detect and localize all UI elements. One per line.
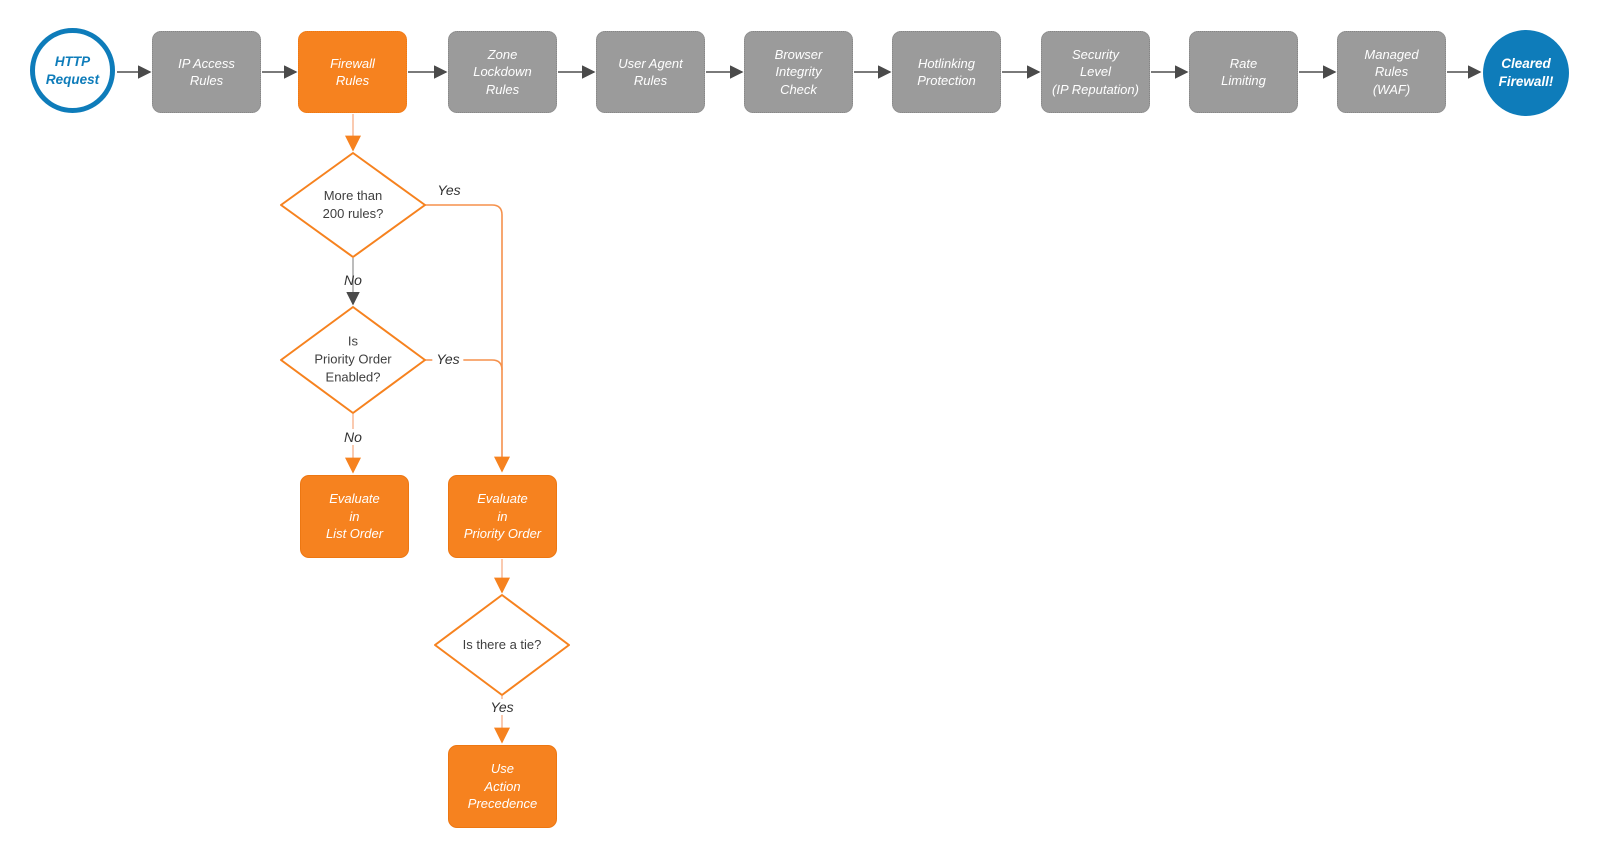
process-label: Evaluate in List Order [325, 490, 384, 542]
step-firewall-rules: Firewall Rules [298, 31, 407, 113]
process-evaluate-priority-order: Evaluate in Priority Order [448, 475, 557, 558]
label-no-priority-enabled: No [340, 429, 366, 445]
step-label: Zone Lockdown Rules [473, 47, 532, 97]
step-managed-rules-waf: Managed Rules (WAF) [1337, 31, 1446, 113]
process-use-action-precedence: Use Action Precedence [448, 745, 557, 828]
process-label: Evaluate in Priority Order [463, 490, 542, 542]
step-ip-access-rules: IP Access Rules [152, 31, 261, 113]
step-browser-integrity-check: Browser Integrity Check [744, 31, 853, 113]
decision-is-there-a-tie-label: Is there a tie? [462, 636, 542, 652]
process-label: Use Action Precedence [467, 760, 538, 812]
label-no-more-than-200: No [344, 272, 362, 288]
step-zone-lockdown-rules: Zone Lockdown Rules [448, 31, 557, 113]
decision-more-than-200-rules-label: More than 200 rules? [322, 187, 384, 221]
step-label: Hotlinking Protection [917, 55, 976, 88]
decision-priority-order-enabled-label: Is Priority Order Enabled? [314, 333, 392, 386]
step-label: Firewall Rules [330, 55, 375, 88]
step-label: Rate Limiting [1221, 55, 1266, 88]
label-yes-priority-enabled: Yes [432, 351, 464, 367]
step-label: Security Level (IP Reputation) [1052, 47, 1139, 97]
step-label: User Agent Rules [618, 55, 683, 88]
step-hotlinking-protection: Hotlinking Protection [892, 31, 1001, 113]
label-yes-more-than-200: Yes [437, 182, 461, 198]
step-security-level: Security Level (IP Reputation) [1041, 31, 1150, 113]
label-yes-tie: Yes [486, 699, 518, 715]
step-label: IP Access Rules [178, 55, 235, 88]
start-node-label: HTTP Request [45, 53, 100, 87]
step-rate-limiting: Rate Limiting [1189, 31, 1298, 113]
step-user-agent-rules: User Agent Rules [596, 31, 705, 113]
end-node-label: Cleared Firewall! [1498, 56, 1554, 89]
end-node-cleared-firewall: Cleared Firewall! [1483, 30, 1569, 116]
step-label: Managed Rules (WAF) [1364, 47, 1419, 97]
step-label: Browser Integrity Check [774, 47, 823, 97]
connector-decision1-yes [425, 204, 510, 473]
start-node-http-request: HTTP Request [30, 28, 115, 113]
process-evaluate-list-order: Evaluate in List Order [300, 475, 409, 558]
